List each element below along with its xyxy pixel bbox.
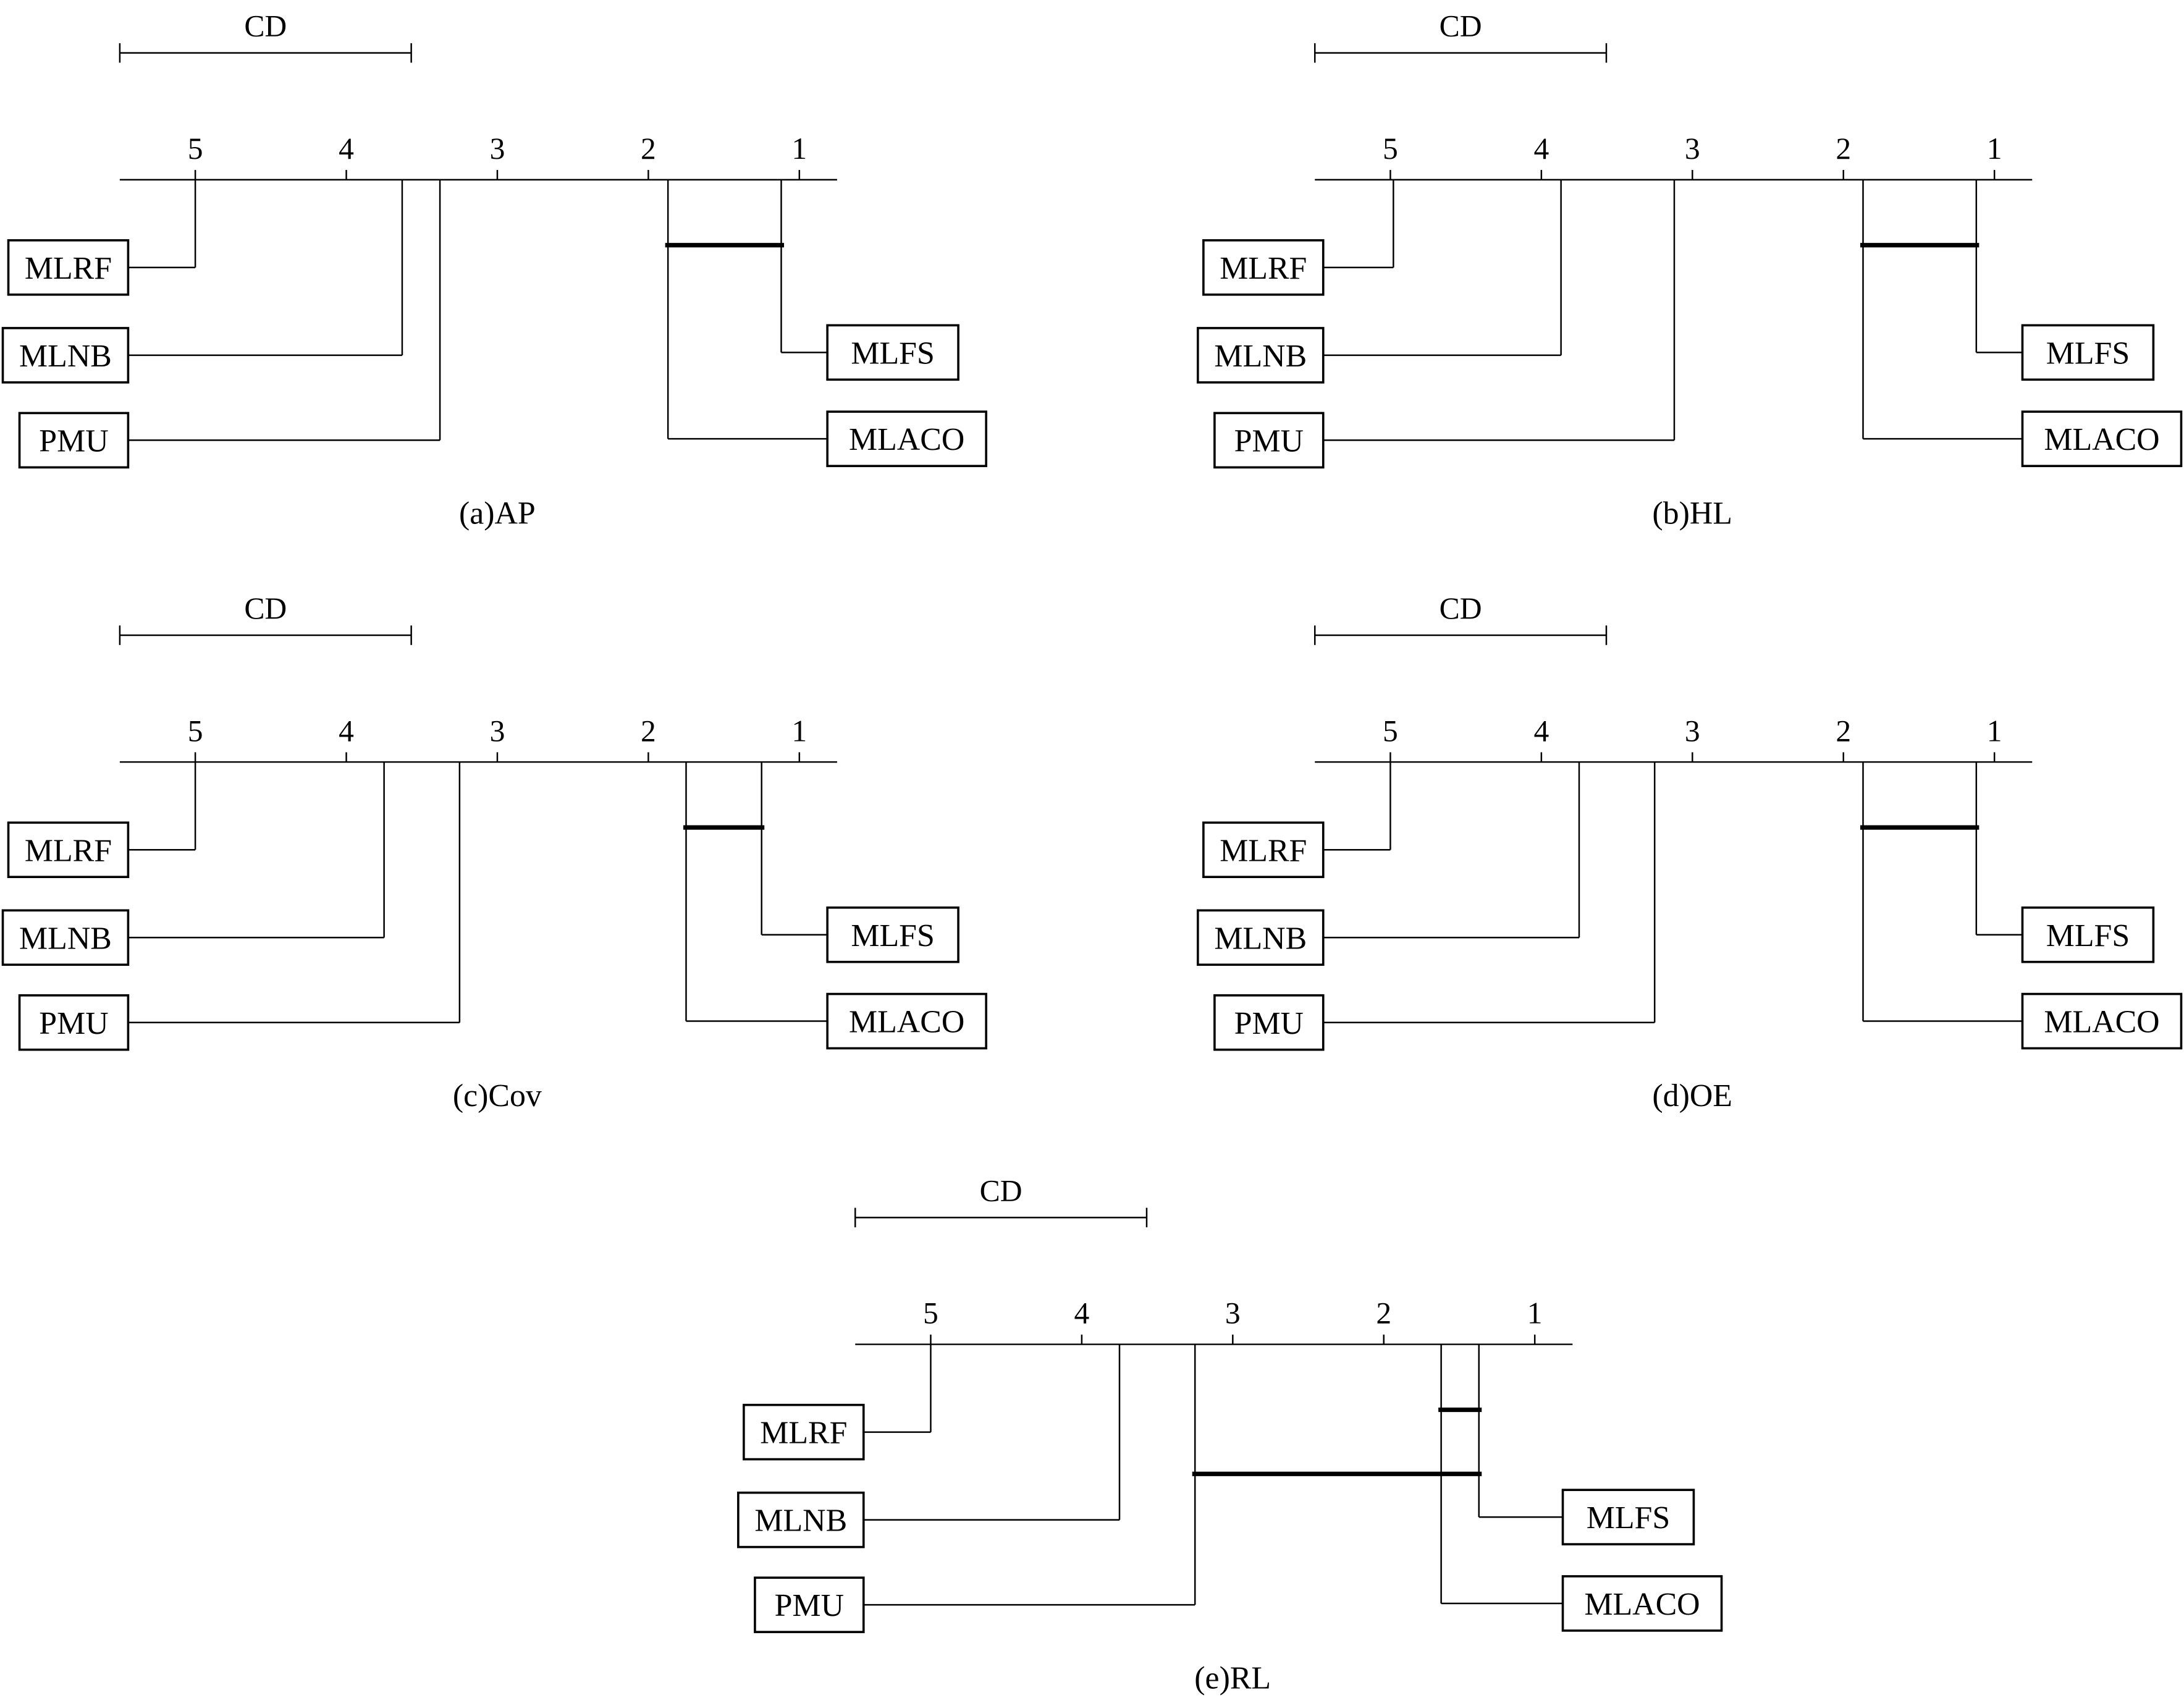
- axis-tick-label: 4: [1533, 714, 1549, 748]
- method-box: [2021, 410, 2183, 467]
- cd-label: CD: [980, 1173, 1022, 1207]
- method-box: [743, 1403, 865, 1461]
- axis-tick-label: 2: [1376, 1296, 1391, 1330]
- method-box: [1197, 909, 1325, 966]
- method-label: MLFS: [2046, 336, 2130, 371]
- axis-tick-label: 1: [791, 132, 807, 166]
- method-label: MLNB: [19, 339, 112, 374]
- method-label: MLACO: [2044, 1005, 2159, 1040]
- method-box: [1213, 412, 1325, 469]
- panel-caption: (b)HL: [1652, 496, 1732, 531]
- method-box: [826, 906, 959, 963]
- axis-tick-label: 2: [641, 714, 656, 748]
- panel-caption: (c)Cov: [453, 1078, 542, 1114]
- axis-tick-label: 5: [1383, 132, 1398, 166]
- method-label: PMU: [775, 1588, 844, 1623]
- cd-label: CD: [1440, 9, 1482, 43]
- method-label: MLACO: [2044, 422, 2159, 457]
- axis-tick-label: 3: [1225, 1296, 1241, 1330]
- method-label: MLFS: [2046, 918, 2130, 953]
- method-label: MLNB: [19, 921, 112, 956]
- axis-tick-label: 3: [1685, 714, 1700, 748]
- method-label: PMU: [39, 423, 108, 458]
- method-label: MLRF: [25, 251, 112, 286]
- method-box: [1213, 994, 1325, 1051]
- method-label: MLRF: [1220, 251, 1307, 286]
- axis-tick-label: 4: [339, 714, 354, 748]
- method-box: [2021, 906, 2155, 963]
- method-box: [2021, 324, 2155, 381]
- method-box: [1, 327, 130, 384]
- method-box: [18, 412, 130, 469]
- axis-tick-label: 3: [490, 132, 505, 166]
- axis-tick-label: 4: [339, 132, 354, 166]
- panel-caption: (d)OE: [1652, 1078, 1732, 1114]
- method-box: [754, 1576, 865, 1633]
- method-label: MLFS: [851, 918, 934, 953]
- panel-caption: (e)RL: [1194, 1660, 1271, 1696]
- method-label: MLRF: [25, 833, 112, 868]
- method-box: [1561, 1489, 1695, 1545]
- method-box: [1202, 239, 1325, 296]
- axis-tick-label: 1: [1987, 132, 2002, 166]
- axis-tick-label: 1: [1987, 714, 2002, 748]
- method-label: MLRF: [1220, 833, 1307, 868]
- method-box: [826, 324, 959, 381]
- method-label: MLNB: [1214, 339, 1307, 374]
- axis-tick-label: 2: [1836, 132, 1851, 166]
- method-box: [826, 992, 987, 1050]
- panel-caption: (a)AP: [459, 496, 536, 531]
- cd-label: CD: [244, 591, 287, 625]
- axis-tick-label: 3: [1685, 132, 1700, 166]
- method-label: MLFS: [851, 336, 934, 371]
- method-label: MLNB: [754, 1503, 847, 1539]
- method-box: [826, 410, 987, 467]
- method-box: [1202, 821, 1325, 878]
- axis-tick-label: 3: [490, 714, 505, 748]
- axis-tick-label: 1: [791, 714, 807, 748]
- cd-label: CD: [1440, 591, 1482, 625]
- method-box: [2021, 992, 2183, 1050]
- method-label: PMU: [1234, 423, 1304, 458]
- axis-tick-label: 5: [1383, 714, 1398, 748]
- method-box: [18, 994, 130, 1051]
- axis-tick-label: 5: [188, 132, 203, 166]
- method-label: MLACO: [849, 1005, 964, 1040]
- method-box: [1197, 327, 1325, 384]
- method-box: [1561, 1575, 1723, 1632]
- method-label: MLACO: [1584, 1587, 1700, 1622]
- method-label: PMU: [39, 1006, 108, 1041]
- method-box: [1, 909, 130, 966]
- method-label: PMU: [1234, 1006, 1304, 1041]
- method-label: MLFS: [1587, 1500, 1670, 1536]
- method-label: MLNB: [1214, 921, 1307, 956]
- method-label: MLACO: [849, 422, 964, 457]
- axis-tick-label: 2: [1836, 714, 1851, 748]
- axis-tick-label: 5: [923, 1296, 938, 1330]
- axis-tick-label: 1: [1527, 1296, 1543, 1330]
- method-label: MLRF: [760, 1416, 847, 1451]
- cd-label: CD: [244, 9, 287, 43]
- method-box: [7, 821, 130, 878]
- axis-tick-label: 2: [641, 132, 656, 166]
- method-box: [7, 239, 130, 296]
- axis-tick-label: 4: [1533, 132, 1549, 166]
- axis-tick-label: 5: [188, 714, 203, 748]
- method-box: [737, 1491, 865, 1549]
- axis-tick-label: 4: [1074, 1296, 1089, 1330]
